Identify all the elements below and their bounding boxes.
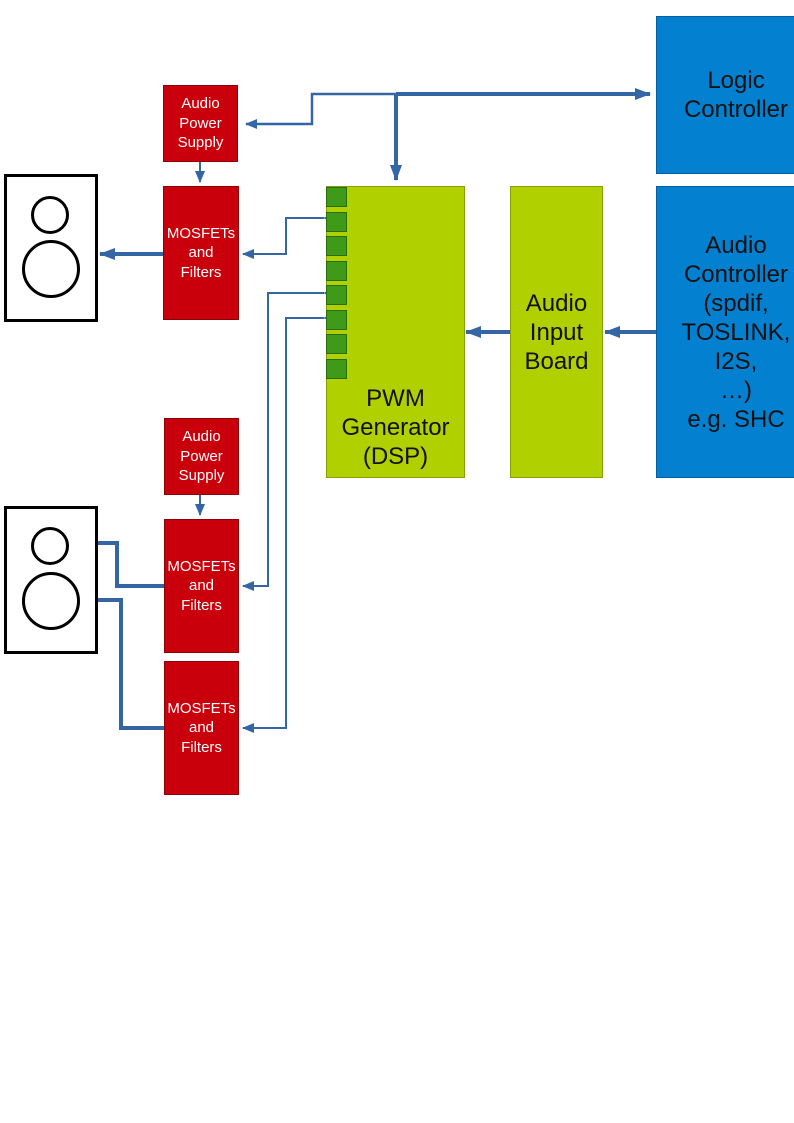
mosfet-3-line2: and xyxy=(188,719,215,737)
audio-input-board-line2: Input xyxy=(529,318,584,346)
speaker-1-tweeter-icon xyxy=(31,196,69,234)
mosfet-2-line2: and xyxy=(188,577,215,595)
audio-controller-line7: e.g. SHC xyxy=(687,405,785,433)
audio-controller-line3: (spdif, xyxy=(703,289,769,317)
audio-input-board-block: Audio Input Board xyxy=(510,186,603,478)
audio-power-supply-1-block: Audio Power Supply xyxy=(163,85,238,162)
power-supply-1-line3: Supply xyxy=(177,134,224,152)
pwm-to-mosfet-3 xyxy=(242,313,335,733)
speaker-1-woofer-icon xyxy=(22,240,80,298)
audio-controller-line4: TOSLINK, xyxy=(681,318,791,346)
audio-input-board-line1: Audio xyxy=(525,289,588,317)
audio-input-board-line3: Board xyxy=(524,347,589,375)
audio-controller-line6: …) xyxy=(720,376,752,404)
audio-controller-line2: Controller xyxy=(683,260,789,288)
speaker-2-tweeter-icon xyxy=(31,527,69,565)
power-supply-2-line3: Supply xyxy=(178,467,225,485)
speaker-2-woofer-icon xyxy=(22,572,80,630)
mosfet-3-line3: Filters xyxy=(181,738,222,756)
pwm-generator-line3: (DSP) xyxy=(362,443,429,470)
pwm-generator-block: PWM Generator (DSP) xyxy=(326,186,465,478)
mosfet-1-line3: Filters xyxy=(180,263,222,281)
pwm-port-1 xyxy=(326,187,347,207)
power-supply-2-line1: Audio xyxy=(182,428,221,446)
pwm-port-6 xyxy=(326,309,347,330)
mosfets-filters-3-block: MOSFETs and Filters xyxy=(164,661,239,795)
pwm-port-3 xyxy=(326,236,347,256)
pwm-to-mosfet-2 xyxy=(242,288,335,591)
logic-controller-block: Logic Controller xyxy=(656,16,794,174)
pwm-generator-line1: PWM xyxy=(366,385,425,412)
pwm-port-7 xyxy=(326,334,347,354)
pwm-generator-line2: Generator xyxy=(341,414,450,441)
pwm-to-mosfet-1 xyxy=(242,213,335,259)
bus-to-power-supply-1 xyxy=(245,92,396,129)
power-supply-1-line2: Power xyxy=(179,114,222,132)
mosfet-1-line2: and xyxy=(188,244,214,262)
power-supply-1-line1: Audio xyxy=(181,95,220,113)
logic-controller-line2: Controller xyxy=(683,96,789,123)
speaker-2-icon xyxy=(4,506,98,654)
mosfets-filters-1-block: MOSFETs and Filters xyxy=(163,186,239,320)
logic-controller-line1: Logic xyxy=(707,67,765,94)
audio-controller-block: Audio Controller (spdif, TOSLINK, I2S, …… xyxy=(656,186,794,478)
pwm-port-4 xyxy=(326,260,347,281)
mosfet-3-line1: MOSFETs xyxy=(167,699,236,717)
mosfet-2-line3: Filters xyxy=(181,596,222,614)
audio-power-supply-2-block: Audio Power Supply xyxy=(164,418,239,495)
mosfet-2-line1: MOSFETs xyxy=(167,557,236,575)
pwm-port-2 xyxy=(326,211,347,232)
pwm-port-8 xyxy=(326,358,347,379)
audio-controller-line1: Audio xyxy=(705,231,767,259)
mosfet-3-to-speaker-2-woofer xyxy=(79,594,164,730)
mosfets-filters-2-block: MOSFETs and Filters xyxy=(164,519,239,653)
audio-controller-line5: I2S, xyxy=(714,347,758,375)
pwm-port-5 xyxy=(326,285,347,305)
speaker-1-icon xyxy=(4,174,98,322)
mosfet-1-line1: MOSFETs xyxy=(166,224,236,242)
power-supply-2-line2: Power xyxy=(180,447,223,465)
